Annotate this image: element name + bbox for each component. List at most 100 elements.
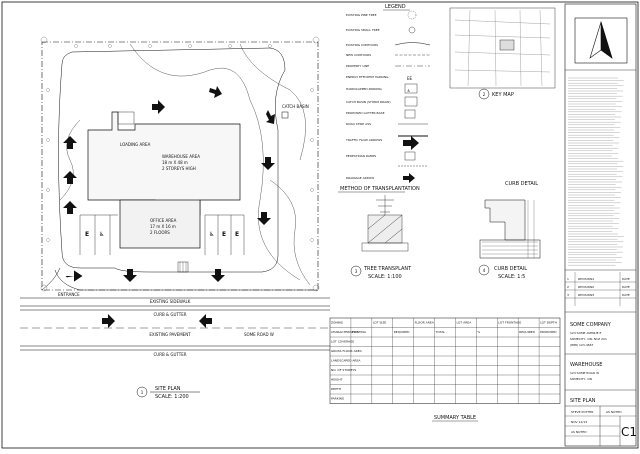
- existing-pavement-label: EXISTING PAVEMENT: [149, 332, 191, 337]
- project-name: WAREHOUSE: [570, 362, 602, 368]
- legend-item-label: CATCH BASIN (STORM DRAIN): [346, 100, 391, 104]
- hc-parking-symbol: ♿: [209, 231, 214, 238]
- traffic-arrow: [152, 100, 165, 114]
- legend-item-label: TRAFFIC FLOW ARROWS: [345, 138, 382, 142]
- hc-parking-symbol: ♿: [99, 231, 104, 238]
- office-building: [119, 199, 201, 249]
- traffic-arrow: [63, 171, 77, 184]
- traffic-arrow: [209, 86, 222, 98]
- traffic-arrow: [199, 314, 212, 328]
- summary-title: SUMMARY TABLE: [434, 415, 476, 421]
- traffic-arrow: [123, 269, 137, 282]
- revision-number: 1: [567, 277, 569, 281]
- warehouse-size: 18 m X 48 m: [162, 160, 188, 165]
- curb-detail-title: CURB DETAIL: [505, 181, 538, 187]
- legend-item-label: NEW CONTOURS: [346, 53, 371, 57]
- key-map: 2 KEY MAP: [449, 7, 556, 100]
- catch-basin-label: CATCH BASIN: [282, 104, 309, 109]
- parking-symbols: E ♿ ♿ E E: [85, 231, 239, 238]
- summary-cell: LANDSCAPED AREA: [331, 359, 361, 363]
- traffic-arrow: [63, 201, 77, 214]
- view-title: TREE TRANSPLANT: [363, 266, 412, 272]
- view-number: 1: [141, 390, 144, 395]
- project-address: 123 SOME ROAD W: [570, 371, 599, 375]
- street: [20, 297, 330, 351]
- office-floors: 2 FLOORS: [150, 230, 170, 235]
- warehouse-label: WAREHOUSE AREA: [162, 154, 200, 159]
- warehouse-storeys: 2 STOREYS HIGH: [162, 166, 196, 171]
- office-label: OFFICE AREA: [150, 218, 177, 223]
- summary-cell: LOT AREA: [456, 321, 472, 325]
- sheet-scale: AS NOTED: [571, 430, 587, 434]
- loading-dock: [117, 111, 135, 125]
- view-scale: SCALE: 1:200: [155, 394, 189, 400]
- contour-line: [129, 43, 301, 281]
- view-title: SITE PLAN: [155, 386, 181, 392]
- view-scale: SCALE: 1:100: [368, 274, 402, 280]
- summary-cell: %: [477, 330, 480, 334]
- traffic-arrow: [211, 269, 225, 282]
- legend-item-label: EXISTING CONTOURS: [346, 43, 378, 47]
- existing-trees: [40, 36, 320, 292]
- entrance-label: ENTRANCE: [58, 292, 80, 297]
- summary-cell: EXISTING: [352, 330, 367, 334]
- summary-cell: TOTAL: [435, 330, 446, 334]
- legend-title: LEGEND: [385, 4, 406, 10]
- existing-sidewalk-label: EXISTING SIDEWALK: [150, 299, 191, 304]
- company-city: SOMECITY, ON, N1Z 2X1: [570, 337, 607, 341]
- summary-cell: FLOOR AREA: [415, 321, 435, 325]
- contour-line: [269, 179, 311, 286]
- project-city: SOMECITY, ON: [570, 377, 592, 381]
- company-name: SOME COMPANY: [570, 322, 612, 328]
- legend-item-label: HANDICAPPED PARKING: [346, 87, 383, 91]
- legend-hc-symbol: ♿: [407, 88, 411, 93]
- legend-drainage-arrow: [403, 173, 415, 183]
- summary-cell: LOT FRONTAGE: [498, 321, 521, 325]
- revision-name: REVISION1: [578, 277, 594, 281]
- legend-item-label: PROPOSED GUTTER BASE: [346, 111, 385, 115]
- curb-gutter-label: CURB & GUTTER: [153, 312, 186, 317]
- ee-parking-symbol: E: [85, 231, 89, 238]
- traffic-arrow: [63, 136, 77, 149]
- catch-basin: [281, 111, 289, 119]
- view-title: CURB DETAIL: [494, 266, 527, 272]
- entrance-curb: [54, 269, 318, 291]
- drawing-title: SITE PLAN: [570, 398, 596, 404]
- summary-cell: NO. OF STOREYS: [331, 368, 356, 372]
- tree-transplant-detail: METHOD OF TRANSPLANTATION 3 TREE TRANSPL…: [338, 186, 420, 280]
- ee-parking-symbol: E: [235, 231, 239, 238]
- revision-date: DATE: [622, 285, 630, 289]
- revision-number: 2: [567, 285, 569, 289]
- legend-item-label: ROAD STRIP ASS: [346, 122, 371, 126]
- view-number: 2: [483, 92, 486, 97]
- traffic-arrow: [257, 212, 271, 225]
- method-title: METHOD OF TRANSPLANTATION: [340, 186, 420, 192]
- summary-cell: HEIGHT: [331, 378, 343, 382]
- summary-cell: PROPOSED: [540, 330, 557, 334]
- revision-date: DATE: [622, 277, 630, 281]
- view-number: 3: [355, 269, 358, 274]
- ee-parking-symbol: E: [222, 231, 226, 238]
- summary-cell: LOT DEPTH: [540, 321, 557, 325]
- loading-area-label: LOADING AREA: [120, 142, 151, 147]
- legend-ee-symbol: EE: [407, 76, 413, 81]
- summary-cell: DEPTH: [331, 387, 341, 391]
- legend-item-label: ENERGY EFFICIENT PARKING: [346, 75, 389, 79]
- revision-name: REVISION2: [578, 285, 594, 289]
- summary-cell: CHARACTERISTICS: [331, 330, 359, 334]
- summary-cell: PARKING: [331, 397, 345, 401]
- company-address: 123 SOME AVENUE E: [570, 331, 601, 335]
- view-title: KEY MAP: [492, 92, 514, 98]
- revision-name: REVISION3: [578, 293, 594, 297]
- site-plan: [41, 41, 319, 291]
- curb-detail: CURB DETAIL 4 CURB DETAIL SCALE: 1:5: [478, 181, 541, 280]
- company-phone: (888) 123-4567: [570, 343, 594, 347]
- summary-cell: LOT SIZE: [373, 321, 387, 325]
- summary-cell: GROSS FLOOR AREA: [331, 349, 363, 353]
- contour-line: [59, 119, 81, 201]
